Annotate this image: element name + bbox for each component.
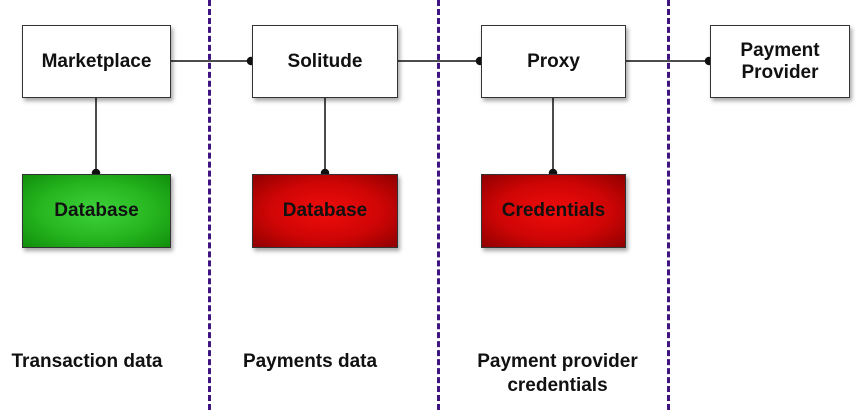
- proxy-credentials-box: Credentials: [481, 174, 626, 248]
- marketplace-box: Marketplace: [22, 25, 171, 98]
- zone-divider-2: [437, 0, 440, 410]
- proxy-box: Proxy: [481, 25, 626, 98]
- solitude-box: Solitude: [252, 25, 398, 98]
- zone-divider-1: [208, 0, 211, 410]
- payment-provider-box: Payment Provider: [710, 25, 850, 98]
- zone-label-payments-data: Payments data: [242, 351, 378, 372]
- marketplace-label: Marketplace: [41, 50, 152, 72]
- marketplace-database-label: Database: [54, 200, 139, 221]
- solitude-database-label: Database: [282, 200, 368, 221]
- payment-provider-label: Payment Provider: [740, 39, 820, 83]
- zone-divider-3: [667, 0, 670, 410]
- zone-label-payment-provider-credentials: Payment provider credentials: [477, 351, 638, 396]
- proxy-label: Proxy: [527, 50, 580, 72]
- zone-label-transaction-data: Transaction data: [11, 351, 163, 372]
- solitude-database-box: Database: [252, 174, 398, 248]
- solitude-label: Solitude: [287, 50, 363, 72]
- proxy-credentials-label: Credentials: [501, 200, 606, 221]
- marketplace-database-box: Database: [22, 174, 171, 248]
